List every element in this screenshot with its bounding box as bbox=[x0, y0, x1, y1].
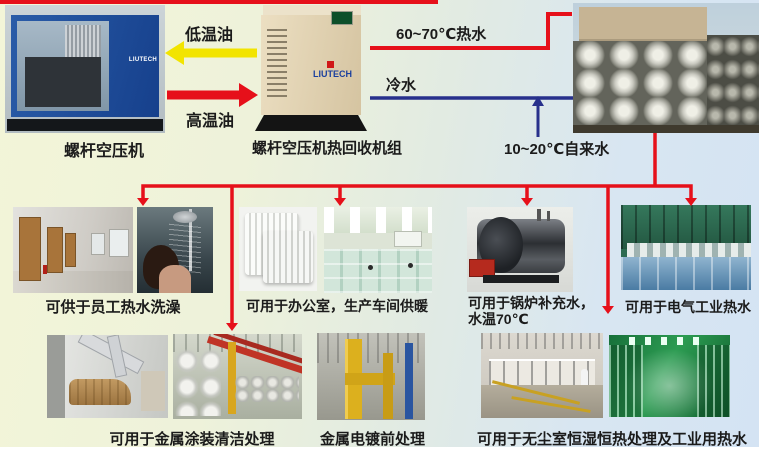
app-shower-label: 可供于员工热水洗澡 bbox=[45, 299, 181, 316]
high-temp-oil-arrow-icon bbox=[167, 83, 258, 107]
cleanroom-worker bbox=[581, 369, 588, 385]
corridor-floor bbox=[13, 271, 133, 293]
electro-floor bbox=[621, 257, 751, 290]
corridor-door bbox=[65, 233, 76, 267]
tap-water-arrow-icon bbox=[532, 96, 544, 106]
tank-side-panels bbox=[707, 35, 759, 125]
boiler-pipe bbox=[547, 211, 550, 221]
boiler-base bbox=[483, 275, 559, 283]
paint-equipment bbox=[141, 371, 165, 411]
radiator-front bbox=[263, 231, 313, 283]
radiator-photo bbox=[239, 207, 317, 291]
worker-head bbox=[368, 265, 373, 270]
boiler-burner bbox=[469, 259, 495, 277]
office-ceiling bbox=[324, 207, 432, 233]
arrow-to-coating-icon bbox=[226, 323, 238, 331]
shower-head bbox=[173, 211, 197, 223]
app-boiler-label-line2: 水温70℃ bbox=[468, 311, 529, 327]
cleanroom-rack bbox=[609, 345, 643, 417]
tank-ground bbox=[573, 125, 759, 133]
corridor-door bbox=[47, 227, 63, 273]
tap-water-label: 10~20℃自来水 bbox=[504, 141, 610, 158]
cleanroom-equipment-photo bbox=[481, 333, 603, 418]
electro-machines bbox=[621, 205, 751, 249]
office-photo bbox=[324, 207, 432, 293]
cold-water-label: 冷水 bbox=[386, 77, 417, 94]
recovery-unit-label: 螺杆空压机热回收机组 bbox=[251, 140, 402, 157]
blue-pipe bbox=[405, 343, 413, 419]
high-temp-oil-label: 高温油 bbox=[186, 113, 235, 130]
cleanroom-rack bbox=[697, 345, 730, 417]
app-cleanroom-label: 可用于无尘室恒湿恒热处理及工业用热水 bbox=[476, 431, 747, 448]
tank-front-panels bbox=[573, 41, 707, 125]
cleanroom-lights bbox=[629, 337, 709, 345]
app-boiler-label: 可用于锅炉补充水， 水温70℃ bbox=[468, 295, 594, 327]
app-coating-label: 可用于金属涂装清洁处理 bbox=[109, 431, 275, 448]
shower-photo bbox=[137, 207, 213, 293]
green-cleanroom-photo bbox=[609, 335, 730, 417]
corridor-window bbox=[91, 233, 105, 255]
hanging-parts-row bbox=[235, 376, 299, 402]
app-electroplating-label: 金属电镀前处理 bbox=[319, 431, 425, 448]
boiler-pipe bbox=[537, 209, 541, 221]
yellow-pipe-elbow bbox=[345, 373, 395, 385]
compressor-base bbox=[7, 119, 163, 131]
arrow-to-office-icon bbox=[334, 198, 346, 206]
compressor-photo: LIUTECH bbox=[5, 5, 165, 133]
boiler-photo bbox=[467, 207, 573, 292]
distribution-line bbox=[141, 184, 693, 200]
painting-robot-photo bbox=[47, 335, 168, 418]
recovery-unit-screen bbox=[331, 11, 353, 25]
recovery-unit-vents bbox=[267, 25, 287, 97]
person-shoulder bbox=[159, 265, 191, 293]
arrow-to-cleanroom-icon bbox=[602, 306, 614, 314]
app-boiler-label-line1: 可用于锅炉补充水， bbox=[468, 295, 594, 311]
yellow-pipe bbox=[383, 353, 393, 419]
coating-line-post bbox=[228, 342, 236, 414]
office-window bbox=[394, 231, 422, 247]
worker-head bbox=[408, 263, 413, 268]
wheel-coating-photo bbox=[173, 334, 302, 419]
arrow-to-boiler-icon bbox=[521, 198, 533, 206]
recovery-unit-base bbox=[255, 115, 367, 131]
app-electric-label: 可用于电气工业热水 bbox=[625, 299, 751, 315]
shower-rod bbox=[189, 209, 192, 271]
hanging-wheels bbox=[175, 348, 221, 416]
water-tank-photo bbox=[573, 3, 759, 133]
compressor-brand-text: LIUTECH bbox=[128, 57, 157, 63]
office-cubicles bbox=[324, 249, 432, 293]
bottom-white-strip bbox=[0, 447, 759, 453]
arrow-to-shower-icon bbox=[137, 198, 149, 206]
app-office-label: 可用于办公室，生产车间供暖 bbox=[246, 298, 428, 314]
workshop-wall bbox=[47, 335, 65, 418]
hot-water-label: 60~70℃热水 bbox=[396, 26, 487, 43]
corridor-window bbox=[109, 229, 129, 257]
cleanroom-ceiling-beams bbox=[481, 333, 603, 349]
car-body-shell bbox=[69, 379, 131, 405]
recovery-unit-photo: LIUTECH bbox=[255, 3, 367, 133]
corridor-door bbox=[19, 217, 41, 281]
electro-equipment-row bbox=[627, 243, 751, 259]
electroplating-photo bbox=[317, 333, 425, 420]
tank-background-building bbox=[579, 7, 707, 43]
compressor-label: 螺杆空压机 bbox=[63, 143, 144, 160]
low-temp-oil-label: 低温油 bbox=[185, 27, 234, 44]
fire-extinguisher bbox=[43, 265, 47, 274]
recovery-unit-brand-text: LIUTECH bbox=[313, 61, 352, 79]
corridor-photo bbox=[13, 207, 133, 293]
compressor-machinery bbox=[25, 57, 101, 107]
electric-industry-photo bbox=[621, 205, 751, 290]
